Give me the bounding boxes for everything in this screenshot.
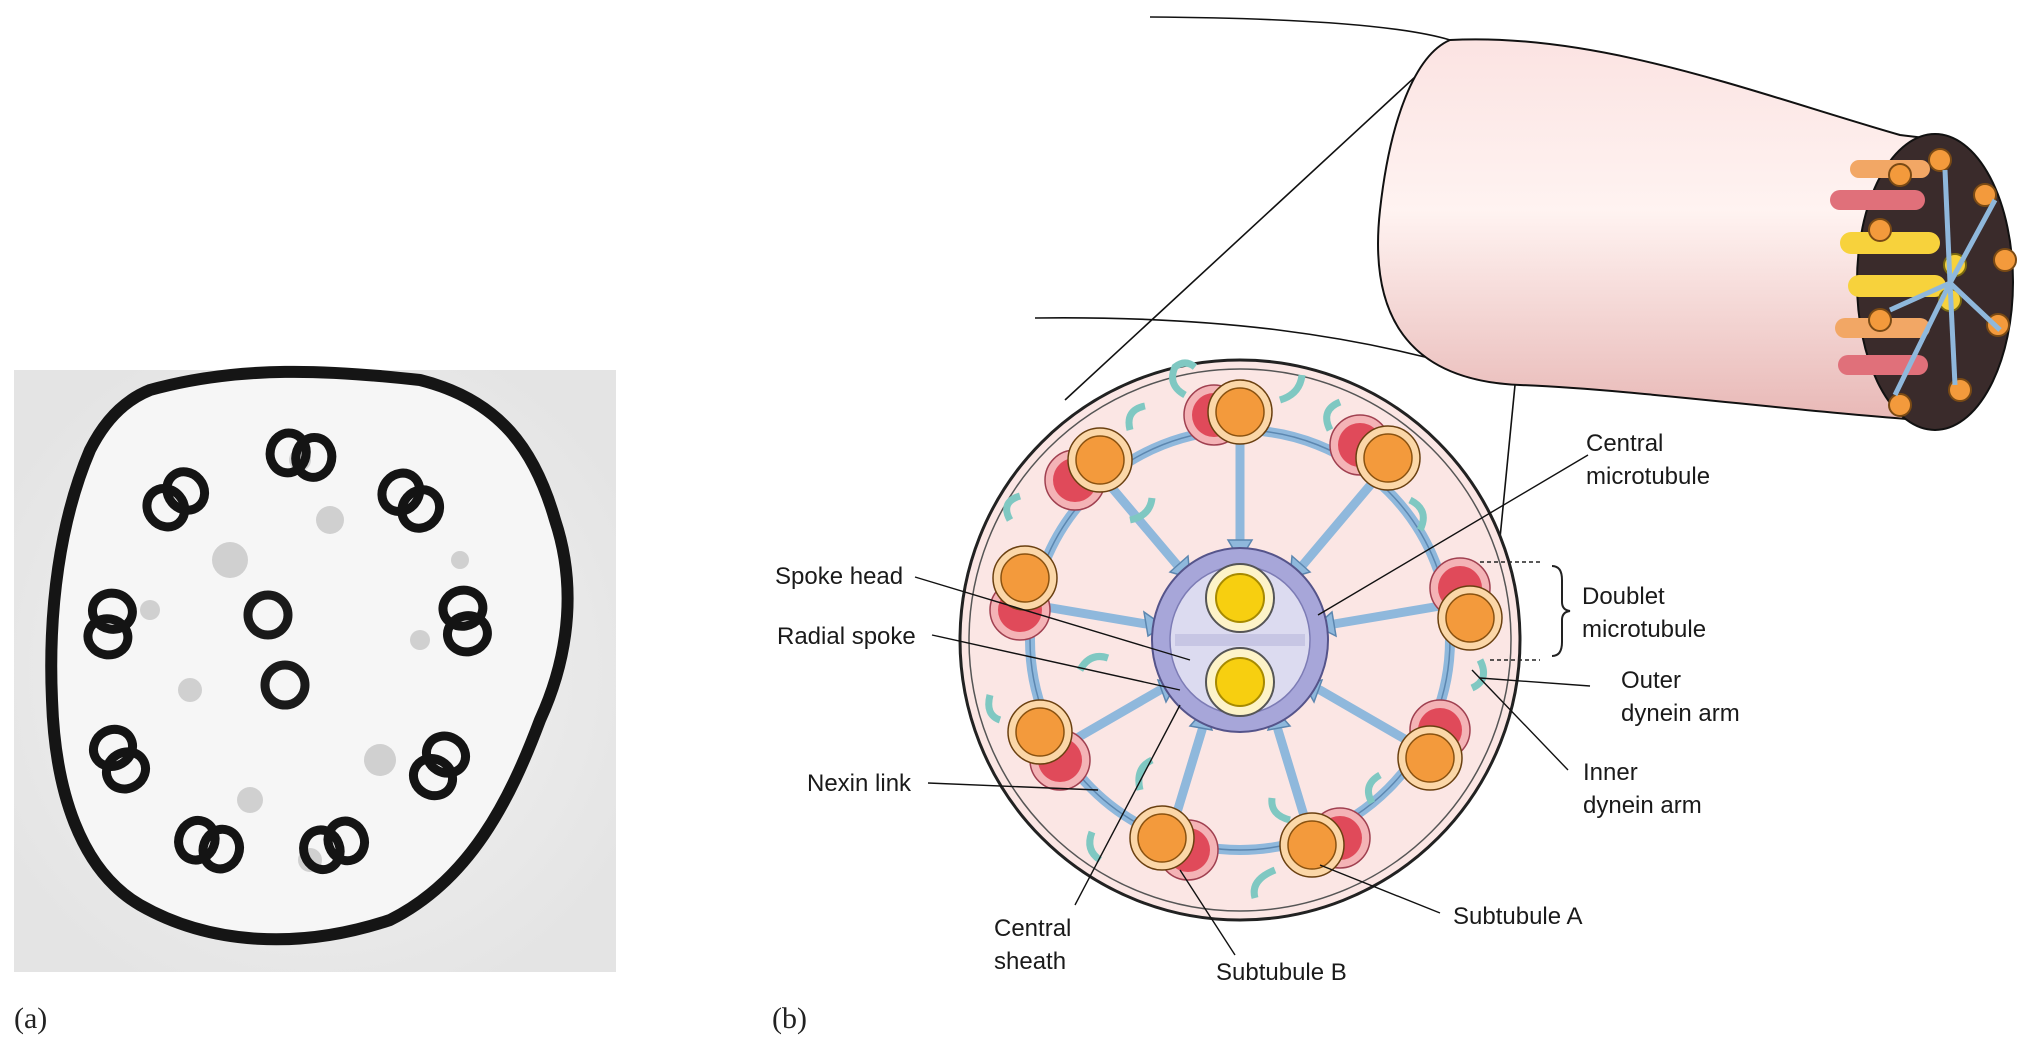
label-nexin-link: Nexin link (807, 770, 912, 797)
doublet-bracket (1480, 561, 1571, 661)
label-doublet-microtubule: Doublet microtubule (1582, 583, 1706, 643)
doublet (1169, 359, 1306, 446)
doublet-microtubules (985, 359, 1503, 899)
label-inner-dynein-arm: Inner dynein arm (1583, 759, 1702, 819)
label-outer-dynein-arm: Outer dynein arm (1621, 667, 1740, 727)
doublet (1086, 756, 1219, 881)
doublet (985, 653, 1110, 791)
cilium-tube (1377, 38, 2017, 431)
micrograph-image (45, 365, 574, 946)
doublet (1429, 557, 1503, 692)
leader-lines (914, 454, 1591, 956)
panel-a-label: (a) (14, 1002, 47, 1035)
doublet (1250, 797, 1371, 899)
doublet (1364, 699, 1471, 805)
label-spoke-head: Spoke head (775, 563, 903, 590)
axoneme-cross-section (958, 358, 1522, 922)
doublet (1044, 402, 1156, 524)
label-central-microtubule: Central microtubule (1586, 430, 1710, 490)
micrograph-panel (14, 365, 616, 972)
label-subtubule-a: Subtubule A (1453, 903, 1582, 930)
central-microtubules (1205, 563, 1275, 717)
label-subtubule-b: Subtubule B (1216, 959, 1347, 986)
panel-b-label: (b) (772, 1002, 807, 1035)
label-central-sheath: Central sheath (994, 915, 1078, 975)
tube-end-doublets (1868, 148, 2017, 417)
diagram-labels: Central microtubule Doublet microtubule … (775, 430, 1740, 986)
label-radial-spoke: Radial spoke (777, 623, 916, 650)
doublet (1323, 398, 1427, 532)
